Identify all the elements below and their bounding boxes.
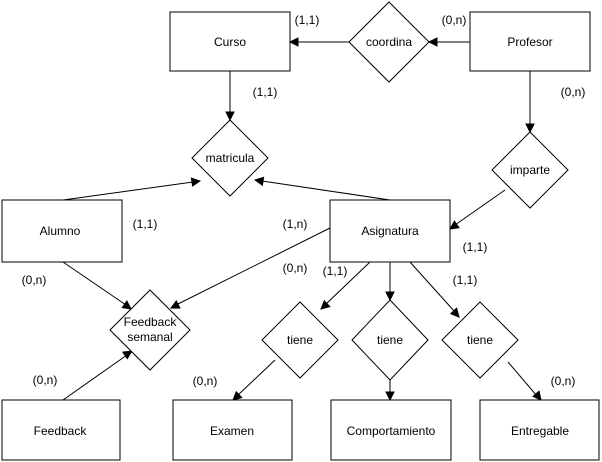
edge-asignatura-tiene-entregable	[409, 261, 456, 313]
entity-alumno: Alumno	[1, 199, 123, 263]
cardinality-curso-matricula: (1,1)	[253, 85, 278, 99]
cardinality-asignatura-matricula: (1,n)	[283, 217, 308, 231]
cardinality-asignatura-feedback: (0,n)	[283, 261, 308, 275]
relationship-tiene-entregable: tiene	[441, 301, 519, 379]
arrow-to-matricula-left	[190, 177, 202, 187]
cardinality-asignatura-tiene-examen: (1,1)	[323, 264, 348, 278]
cardinality-feedback-feedback: (0,n)	[33, 373, 58, 387]
edge-alumno-matricula	[62, 181, 194, 201]
arrow-to-asignatura	[449, 220, 460, 230]
edge-imparte-asignatura	[454, 189, 506, 226]
cardinality-asignatura-tiene-entregable: (1,1)	[453, 273, 478, 287]
relationship-matricula: matricula	[191, 119, 269, 197]
edge-tiene-examen	[236, 359, 276, 397]
relationship-feedback-semanal-line2: semanal	[127, 330, 172, 344]
entity-profesor-label: Profesor	[507, 35, 552, 49]
relationship-tiene-examen: tiene	[261, 301, 339, 379]
cardinality-alumno-feedback: (0,n)	[22, 273, 47, 287]
arrow-to-tiene-entregable	[449, 307, 460, 318]
arrow-to-feedback-semanal-bottom	[121, 350, 133, 360]
cardinality-alumno-matricula: (1,1)	[133, 217, 158, 231]
arrow-to-matricula-right	[253, 176, 265, 187]
arrow-to-entregable	[532, 390, 542, 401]
cardinality-examen-tiene: (0,n)	[193, 374, 218, 388]
entity-feedback-label: Feedback	[34, 424, 88, 438]
relationship-matricula-label: matricula	[206, 151, 255, 165]
cardinality-curso-coordina: (1,1)	[295, 13, 320, 27]
edge-asignatura-feedback-semanal	[175, 227, 331, 306]
edge-asignatura-matricula	[261, 180, 391, 201]
arrow-to-curso	[288, 37, 299, 47]
relationship-coordina: coordina	[348, 1, 430, 83]
edge-alumno-feedback-semanal	[62, 261, 127, 306]
arrow-to-feedback-semanal-right	[170, 300, 181, 309]
relationship-imparte: imparte	[491, 131, 569, 209]
arrow-to-feedback-semanal-left	[121, 300, 132, 310]
arrow-to-examen	[232, 390, 243, 401]
arrow-to-comportamiento	[385, 391, 395, 402]
arrow-to-tiene-comportamiento	[385, 291, 395, 302]
entity-profesor: Profesor	[469, 11, 591, 72]
cardinality-profesor-coordina: (0,n)	[442, 13, 467, 27]
edge-feedback-feedback-semanal	[62, 354, 128, 401]
relationship-tiene-comportamiento: tiene	[351, 299, 429, 381]
relationship-feedback-semanal-line1: Feedback	[124, 315, 178, 329]
relationship-tiene-comportamiento-label: tiene	[377, 333, 403, 347]
entity-examen: Examen	[172, 399, 293, 461]
entity-comportamiento-label: Comportamiento	[347, 424, 436, 438]
relationship-coordina-label: coordina	[366, 35, 412, 49]
relationship-feedback-semanal: Feedback semanal	[109, 289, 191, 371]
entity-examen-label: Examen	[210, 424, 254, 438]
relationship-imparte-label: imparte	[510, 163, 550, 177]
entity-curso: Curso	[169, 11, 291, 72]
entity-asignatura: Asignatura	[329, 199, 451, 263]
relationship-tiene-examen-label: tiene	[287, 333, 313, 347]
relationship-tiene-entregable-label: tiene	[467, 333, 493, 347]
entity-curso-label: Curso	[214, 35, 246, 49]
entity-comportamiento: Comportamiento	[330, 399, 452, 461]
entity-entregable-label: Entregable	[511, 424, 569, 438]
edge-asignatura-tiene-examen	[324, 261, 371, 306]
entity-alumno-label: Alumno	[40, 224, 81, 238]
entity-feedback: Feedback	[1, 399, 121, 461]
cardinality-entregable-tiene: (0,n)	[551, 374, 576, 388]
arrow-to-tiene-examen	[320, 299, 331, 310]
entity-entregable: Entregable	[479, 399, 600, 461]
cardinality-asignatura-imparte: (1,1)	[463, 240, 488, 254]
edge-tiene-entregable	[507, 361, 538, 397]
entity-asignatura-label: Asignatura	[361, 224, 419, 238]
arrow-to-coordina	[427, 37, 438, 47]
cardinality-profesor-imparte: (0,n)	[561, 85, 586, 99]
arrow-to-matricula-top	[225, 111, 235, 122]
arrow-to-imparte	[525, 123, 535, 134]
